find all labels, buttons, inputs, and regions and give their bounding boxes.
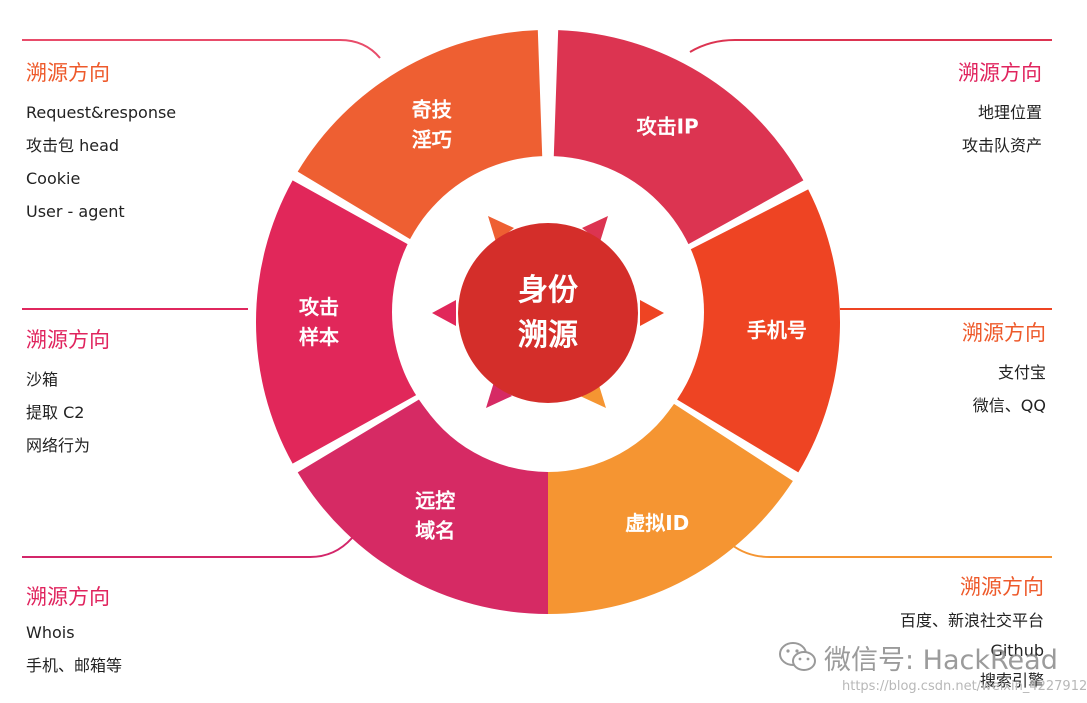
panel-top-left: 溯源方向 Request&response 攻击包 head Cookie Us… bbox=[26, 60, 276, 228]
connector-bottom-right bbox=[731, 544, 1052, 558]
panel-item: 攻击包 head bbox=[26, 136, 120, 155]
panel-top-right: 溯源方向 地理位置 攻击队资产 bbox=[830, 60, 1042, 162]
segment-label-attack-sample-line2: 样本 bbox=[299, 325, 339, 349]
panel-item: 搜索引擎 bbox=[979, 671, 1044, 690]
segment-label-virtual-id-line1: 虚拟ID bbox=[625, 511, 689, 535]
segment-tricks bbox=[297, 30, 543, 245]
connector-top-right bbox=[689, 39, 1052, 53]
panel-item: User - agent bbox=[26, 202, 125, 221]
panel-title: 溯源方向 bbox=[958, 61, 1042, 85]
arrow-markers bbox=[432, 216, 664, 408]
panel-item: 支付宝 bbox=[997, 363, 1046, 382]
panel-title: 溯源方向 bbox=[26, 328, 110, 352]
segment-phone bbox=[676, 189, 840, 473]
segment-label-phone-line1: 手机号 bbox=[747, 318, 807, 342]
watermark-text: 微信号: HackRead bbox=[824, 645, 1058, 676]
panel-mid-right: 溯源方向 支付宝 微信、QQ bbox=[830, 320, 1046, 422]
panel-item: 地理位置 bbox=[977, 103, 1042, 122]
segment-virtual-id bbox=[548, 403, 793, 614]
segment-label-tricks-line2: 淫巧 bbox=[412, 128, 452, 152]
panel-item: 网络行为 bbox=[26, 436, 91, 455]
center-label-line1: 身份 bbox=[518, 273, 578, 308]
panel-title: 溯源方向 bbox=[960, 575, 1044, 599]
panel-item: 提取 C2 bbox=[26, 403, 85, 422]
center-label-line2: 溯源 bbox=[518, 318, 578, 353]
panel-item: 手机、邮箱等 bbox=[26, 656, 123, 675]
segment-ring bbox=[256, 30, 840, 614]
connector-top-left bbox=[22, 39, 381, 59]
segment-label-attack-ip-line1: 攻击IP bbox=[637, 115, 699, 139]
panel-item: Request&response bbox=[26, 103, 177, 122]
panel-item: 沙箱 bbox=[26, 370, 59, 389]
arrow-marker-down-right bbox=[580, 382, 606, 408]
panel-item: 攻击队资产 bbox=[961, 136, 1042, 155]
panel-title: 溯源方向 bbox=[26, 585, 110, 609]
panel-item: Github bbox=[990, 641, 1044, 660]
arrow-marker-down-left bbox=[486, 382, 512, 408]
segment-label-attack-sample-line1: 攻击 bbox=[299, 295, 339, 319]
panel-item: 百度、新浪社交平台 bbox=[899, 611, 1044, 630]
segment-attack-ip bbox=[553, 30, 804, 250]
arrow-marker-up-right bbox=[582, 216, 608, 242]
wechat-icon bbox=[779, 642, 816, 671]
panel-item: 微信、QQ bbox=[972, 396, 1046, 415]
arrow-marker-left bbox=[432, 300, 456, 326]
segment-attack-sample bbox=[256, 180, 417, 464]
panel-title: 溯源方向 bbox=[26, 61, 110, 85]
arrow-marker-up-left bbox=[488, 216, 514, 242]
center-circle bbox=[458, 223, 638, 403]
panel-item: Cookie bbox=[26, 169, 81, 188]
connector-bottom-left bbox=[22, 537, 353, 558]
panel-bottom-right: 溯源方向 百度、新浪社交平台 Github 搜索引擎 bbox=[800, 574, 1044, 696]
arrow-marker-right bbox=[640, 300, 664, 326]
panel-bottom-left: 溯源方向 Whois 手机、邮箱等 bbox=[26, 584, 246, 682]
panel-title: 溯源方向 bbox=[962, 321, 1046, 345]
segment-label-remote-domain-line1: 远控 bbox=[415, 488, 455, 512]
watermark-url: https://blog.csdn.net/weixin_4227912 bbox=[842, 679, 1087, 694]
segment-label-tricks-line1: 奇技 bbox=[412, 98, 453, 122]
connector-lines bbox=[22, 39, 1052, 558]
panel-mid-left: 溯源方向 沙箱 提取 C2 网络行为 bbox=[26, 327, 246, 462]
segment-label-remote-domain-line2: 域名 bbox=[415, 518, 455, 542]
segment-remote-domain bbox=[297, 399, 548, 614]
panel-item: Whois bbox=[26, 623, 75, 642]
